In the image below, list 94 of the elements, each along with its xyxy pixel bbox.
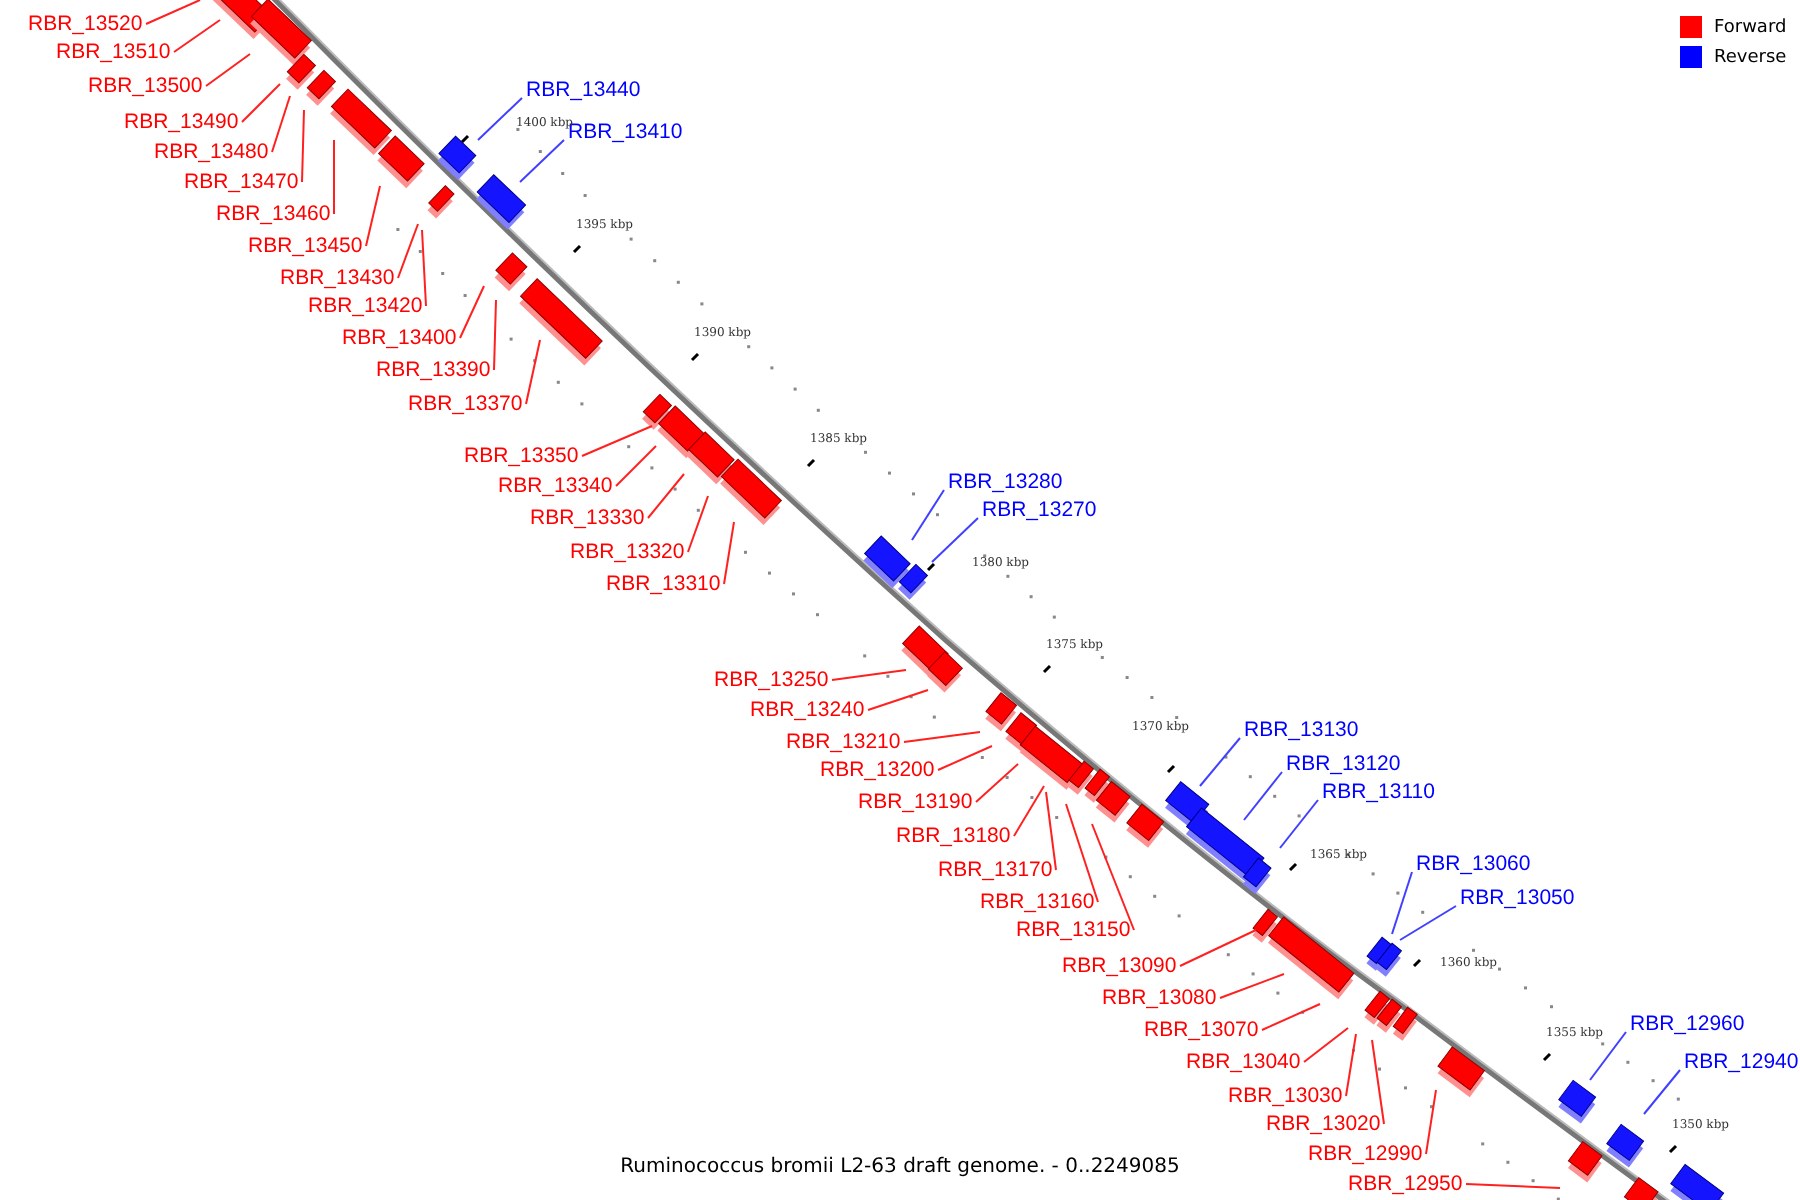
gene-label: RBR_13470: [184, 170, 299, 194]
gene-label: RBR_13430: [280, 266, 395, 290]
leader-line: [581, 425, 653, 457]
gene-label: RBR_13170: [938, 858, 1053, 882]
gene-label: RBR_12990: [1308, 1142, 1423, 1166]
gene-label: RBR_12950: [1348, 1172, 1463, 1196]
gene-label: RBR_13020: [1266, 1112, 1381, 1136]
leader-line: [1179, 929, 1257, 967]
leader-line: [903, 731, 981, 743]
gene-label: RBR_12960: [1630, 1012, 1745, 1036]
legend-label: Reverse: [1714, 47, 1787, 67]
leader-line: [145, 0, 201, 25]
leader-line: [1279, 799, 1319, 849]
gene-label: RBR_13160: [980, 890, 1095, 914]
leader-line: [205, 53, 251, 87]
gene-label: RBR_13500: [88, 74, 203, 98]
gene-label: RBR_13110: [1322, 780, 1435, 804]
leader-line: [931, 517, 979, 563]
gene-label: RBR_13420: [308, 294, 423, 318]
leader-line: [867, 689, 929, 711]
leader-line: [1399, 905, 1457, 941]
leader-line: [421, 229, 427, 307]
leader-line: [1013, 785, 1045, 837]
gene-label: RBR_13410: [568, 120, 683, 144]
gene-label: RBR_13040: [1186, 1050, 1301, 1074]
leader-line: [241, 83, 281, 123]
leader-line: [687, 495, 709, 553]
leader-line: [1425, 1089, 1437, 1155]
gene-label: RBR_13340: [498, 474, 613, 498]
leader-line: [1219, 973, 1285, 999]
gene-label: RBR_13190: [858, 790, 973, 814]
leader-line: [1345, 1033, 1357, 1097]
gene-label: RBR_13250: [714, 668, 829, 692]
gene-label: RBR_13450: [248, 234, 363, 258]
gene-label: RBR_13350: [464, 444, 579, 468]
gene-label: RBR_13180: [896, 824, 1011, 848]
leader-line: [615, 445, 657, 487]
gene-label: RBR_13090: [1062, 954, 1177, 978]
leader-line: [1371, 1039, 1385, 1125]
leader-line: [397, 223, 419, 279]
gene-label: RBR_13240: [750, 698, 865, 722]
leader-line: [1045, 791, 1057, 871]
gene-label: RBR_13310: [606, 572, 721, 596]
leader-line: [1589, 1031, 1627, 1081]
gene-label: RBR_13400: [342, 326, 457, 350]
leader-line: [525, 339, 541, 405]
gene-label: RBR_13130: [1244, 718, 1359, 742]
gene-label: RBR_13370: [408, 392, 523, 416]
gene-label: RBR_13320: [570, 540, 685, 564]
leader-line: [1643, 1069, 1681, 1115]
gene-label: RBR_13030: [1228, 1084, 1343, 1108]
leader-line: [477, 97, 523, 141]
leader-line: [333, 139, 335, 215]
leader-line: [301, 109, 305, 183]
leader-line: [1465, 1183, 1561, 1189]
legend-label: Forward: [1714, 17, 1787, 37]
gene-label: RBR_13330: [530, 506, 645, 530]
gene-label: RBR_12940: [1684, 1050, 1799, 1074]
gene-label: RBR_13490: [124, 110, 239, 134]
gene-label: RBR_13480: [154, 140, 269, 164]
leader-line: [271, 95, 291, 153]
leader-line: [1199, 737, 1241, 787]
gene-label: RBR_13200: [820, 758, 935, 782]
gene-label: RBR_13270: [982, 498, 1097, 522]
gene-label: RBR_13070: [1144, 1018, 1259, 1042]
gene-label: RBR_13080: [1102, 986, 1217, 1010]
leader-line: [493, 299, 497, 371]
gene-label: RBR_13510: [56, 40, 171, 64]
leader-line: [1303, 1027, 1349, 1063]
leader-line: [1091, 823, 1135, 931]
gene-label: RBR_13210: [786, 730, 901, 754]
leader-line: [975, 763, 1019, 803]
leader-line: [1391, 871, 1413, 935]
gene-label: RBR_13440: [526, 78, 641, 102]
leader-line: [1261, 1003, 1321, 1031]
leader-line: [723, 521, 735, 585]
gene-label: RBR_13460: [216, 202, 331, 226]
leader-line: [365, 185, 381, 247]
gene-label: RBR_13050: [1460, 886, 1575, 910]
gene-label: RBR_13120: [1286, 752, 1401, 776]
gene-label: RBR_13060: [1416, 852, 1531, 876]
leader-line: [1243, 771, 1283, 821]
gene-label: RBR_13520: [28, 12, 143, 36]
leader-line: [459, 285, 485, 339]
leader-line: [173, 19, 221, 53]
leader-line: [647, 473, 685, 519]
leader-line: [937, 745, 993, 771]
gene-label: RBR_13150: [1016, 918, 1131, 942]
leader-line: [911, 489, 945, 541]
caption: Ruminococcus bromii L2-63 draft genome. - 0..2249085: [620, 1156, 1180, 1178]
gene-label: RBR_13390: [376, 358, 491, 382]
gene-label: RBR_13280: [948, 470, 1063, 494]
leader-line: [1065, 803, 1099, 903]
leader-line: [831, 669, 907, 681]
